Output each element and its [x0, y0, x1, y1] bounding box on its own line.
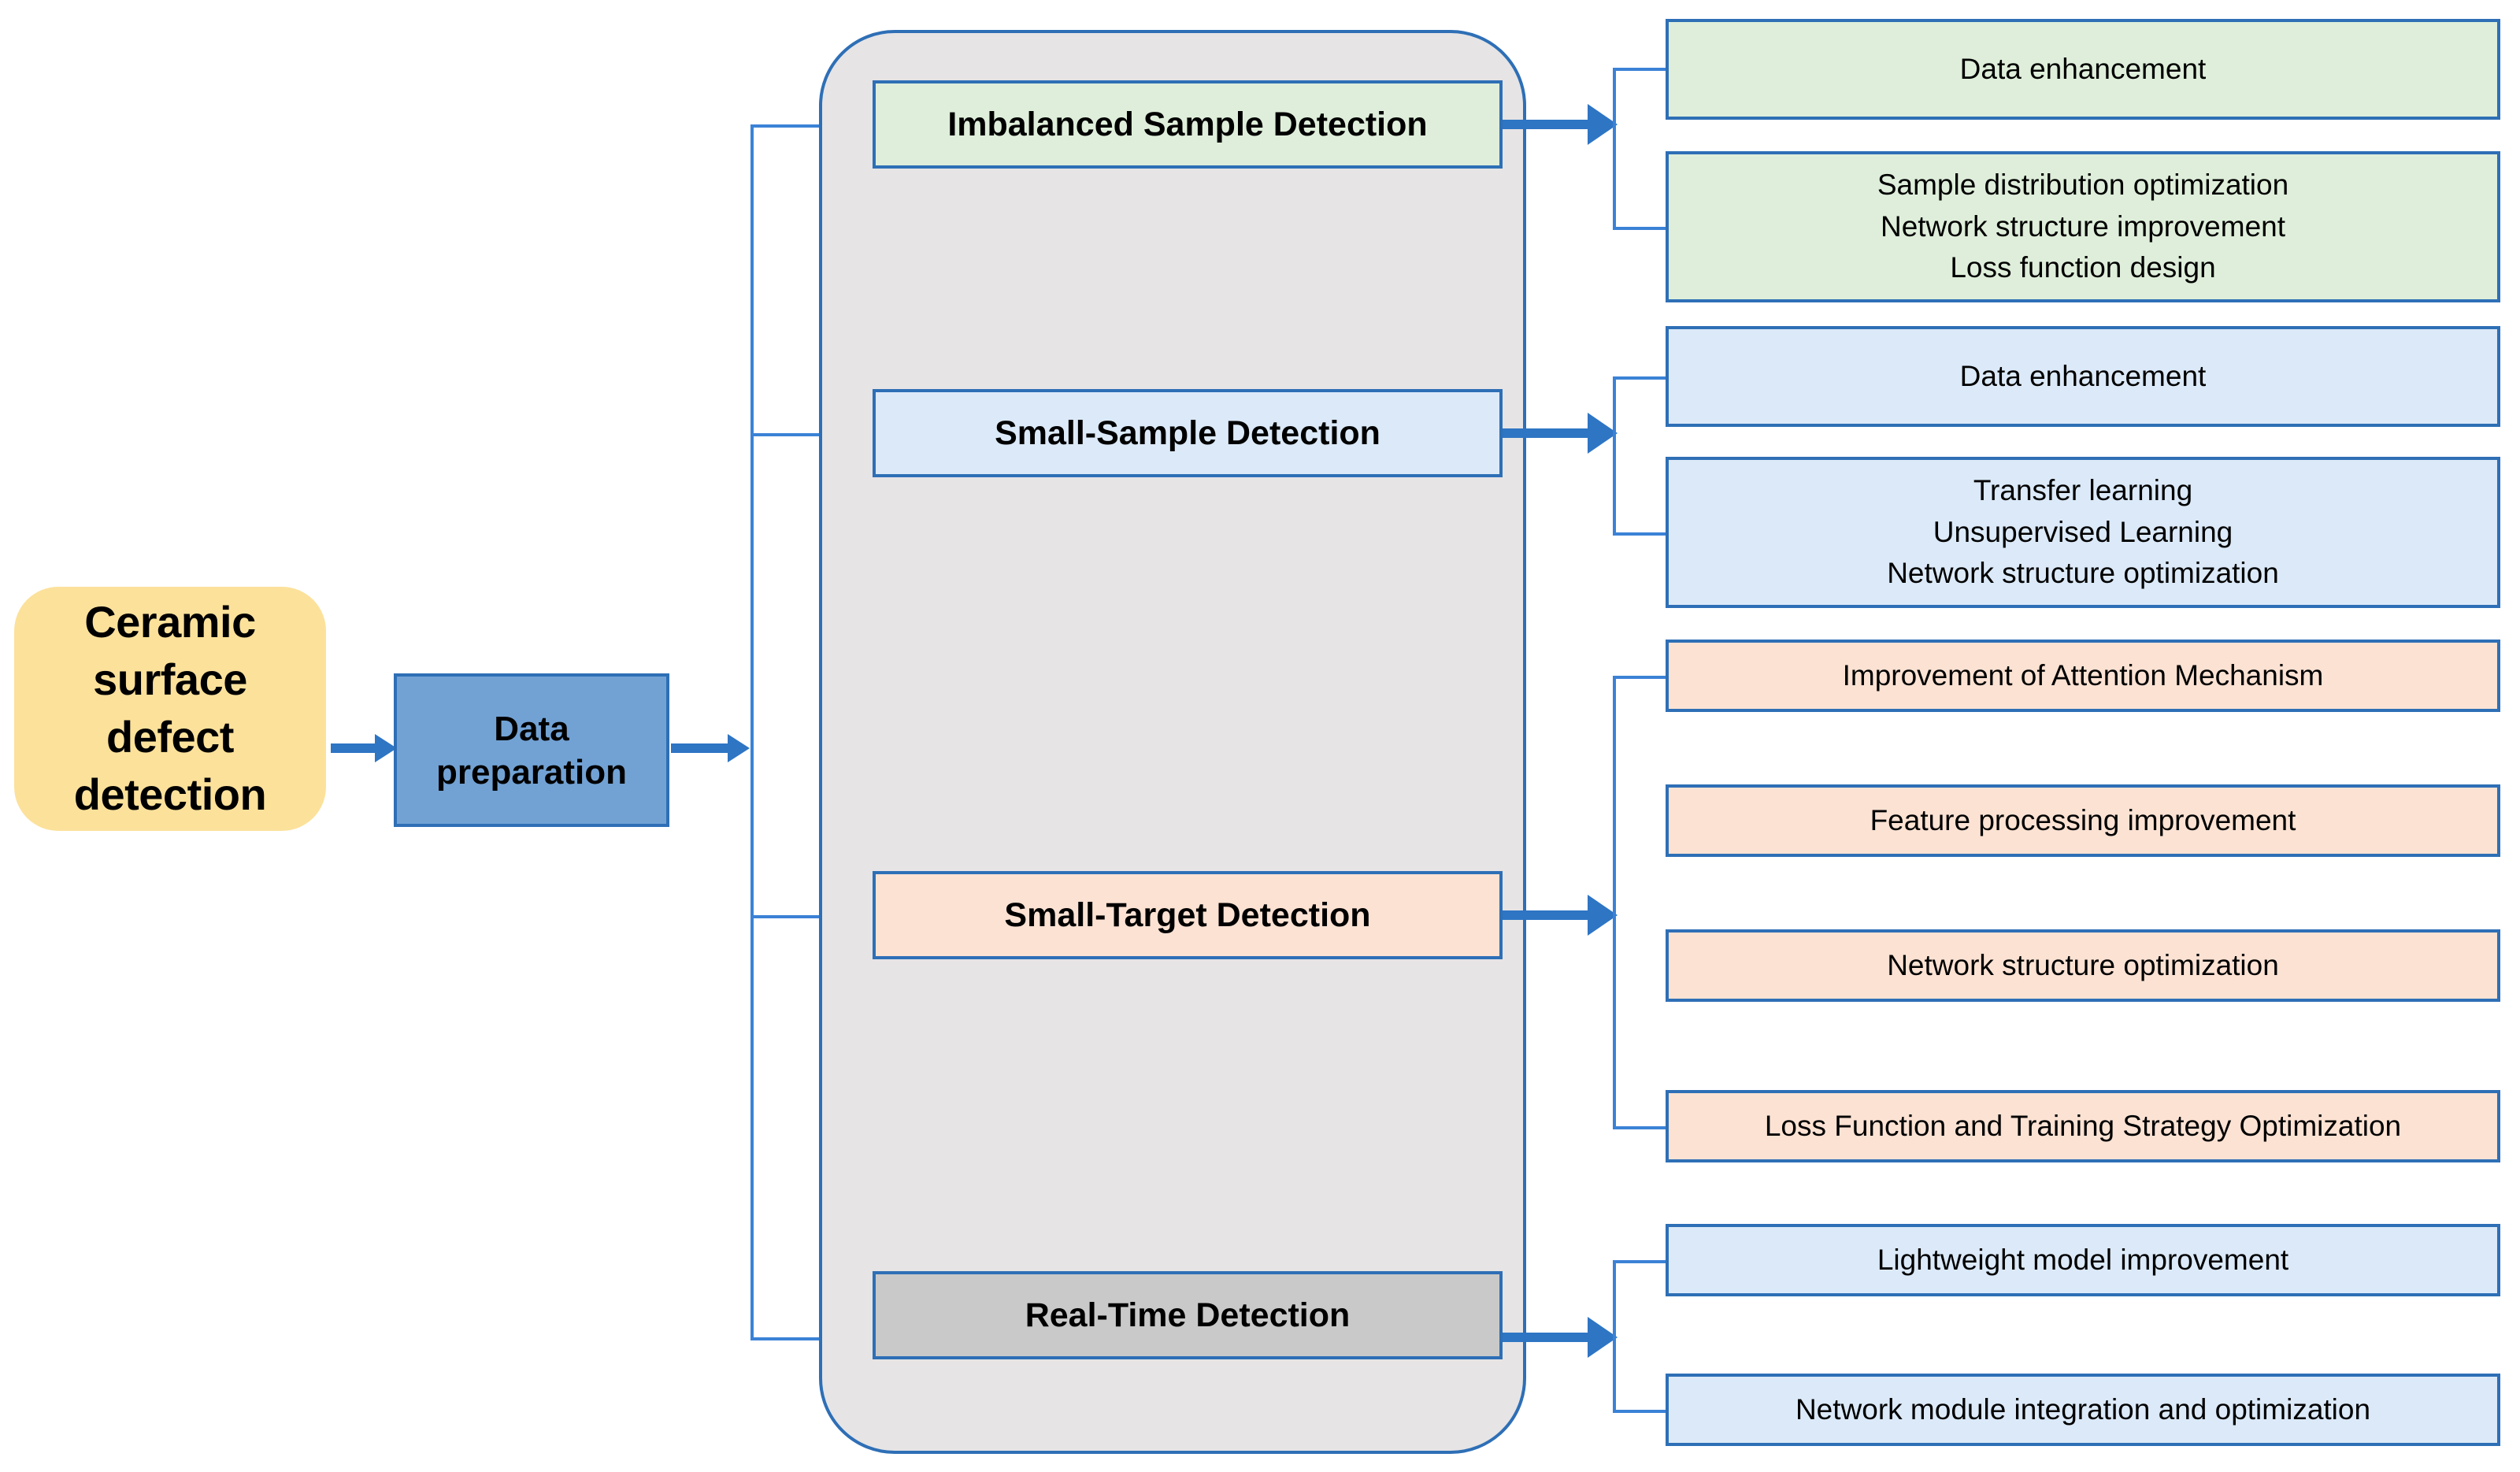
left-tree-trunk — [750, 124, 754, 1339]
right-tree-small-sample-trunk — [1613, 376, 1616, 534]
leaf-small-target-feature-processing[interactable]: Feature processing improvement — [1666, 784, 2500, 857]
data-preparation-node: Data preparation — [394, 673, 669, 827]
leaf-imbalanced-strategies[interactable]: Sample distribution optimization Network… — [1666, 151, 2500, 302]
right-branch-real-time-1 — [1613, 1260, 1668, 1263]
leaf-imbalanced-data-enhancement[interactable]: Data enhancement — [1666, 19, 2500, 120]
arrow-small-sample-line — [1503, 428, 1597, 438]
arrow-preparation-to-trunk-line — [671, 743, 736, 753]
arrow-small-target-line — [1503, 910, 1597, 920]
leaf-small-target-attention-mechanism[interactable]: Improvement of Attention Mechanism — [1666, 640, 2500, 712]
right-tree-imbalanced-trunk — [1613, 68, 1616, 228]
leaf-small-sample-data-enhancement[interactable]: Data enhancement — [1666, 326, 2500, 427]
category-small-sample-detection[interactable]: Small-Sample Detection — [873, 389, 1503, 477]
arrow-real-time-line — [1503, 1333, 1597, 1342]
arrow-root-to-preparation-head — [375, 734, 397, 762]
category-real-time-detection[interactable]: Real-Time Detection — [873, 1271, 1503, 1359]
left-branch-small-target — [750, 915, 874, 918]
arrow-preparation-to-trunk-head — [728, 734, 750, 762]
left-branch-imbalanced — [750, 124, 874, 128]
right-branch-imbalanced-2 — [1613, 227, 1668, 230]
category-small-target-detection[interactable]: Small-Target Detection — [873, 871, 1503, 959]
leaf-real-time-network-module[interactable]: Network module integration and optimizat… — [1666, 1374, 2500, 1446]
left-branch-real-time — [750, 1337, 874, 1340]
right-branch-imbalanced-1 — [1613, 68, 1668, 71]
right-branch-small-target-4 — [1613, 1126, 1668, 1129]
leaf-small-target-loss-function[interactable]: Loss Function and Training Strategy Opti… — [1666, 1090, 2500, 1162]
right-tree-real-time-trunk — [1613, 1260, 1616, 1411]
root-node-ceramic-surface-defect-detection: Ceramic surface defect detection — [14, 587, 326, 831]
leaf-real-time-lightweight-model[interactable]: Lightweight model improvement — [1666, 1224, 2500, 1296]
right-tree-small-target-trunk — [1613, 676, 1616, 1129]
leaf-small-target-network-structure[interactable]: Network structure optimization — [1666, 929, 2500, 1002]
detection-challenges-container — [819, 30, 1526, 1454]
arrow-real-time-head — [1588, 1317, 1618, 1358]
arrow-root-to-preparation-line — [331, 743, 380, 753]
arrow-imbalanced-head — [1588, 104, 1618, 145]
right-branch-real-time-2 — [1613, 1410, 1668, 1413]
right-branch-small-sample-2 — [1613, 532, 1668, 536]
arrow-imbalanced-line — [1503, 120, 1597, 129]
right-branch-small-sample-1 — [1613, 376, 1668, 380]
right-branch-small-target-1 — [1613, 676, 1668, 679]
arrow-small-target-head — [1588, 895, 1618, 936]
left-branch-small-sample — [750, 433, 874, 436]
arrow-small-sample-head — [1588, 413, 1618, 454]
leaf-small-sample-strategies[interactable]: Transfer learning Unsupervised Learning … — [1666, 457, 2500, 608]
category-imbalanced-sample-detection[interactable]: Imbalanced Sample Detection — [873, 80, 1503, 169]
